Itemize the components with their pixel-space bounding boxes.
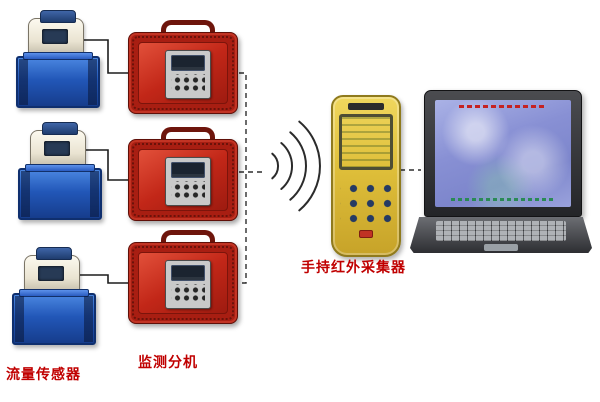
sensor-flow-body [12,289,96,345]
signal-arcs-icon [271,120,321,212]
control-panel [165,50,211,99]
carry-handle [161,20,215,43]
rivet-frame [132,36,234,110]
handheld-lcd-screen [339,114,393,170]
sensor-flow-body [18,164,102,220]
box-shell [128,242,238,324]
panel-display [171,265,205,281]
laptop-screen [424,90,582,217]
label-monitor-unit: 监测分机 [138,355,198,371]
rivet-frame [132,246,234,320]
connector-sensor3-box3 [78,274,128,284]
connector-sensor1-box1 [83,39,128,74]
handheld-keypad [340,178,392,228]
infrared-window-icon [348,103,384,110]
flow-sensor-unit-3 [12,247,104,345]
laptop-keyboard [436,221,566,241]
transmitter-cap [36,247,72,260]
laptop-touchpad [484,244,518,251]
panel-keypad [171,74,205,93]
panel-keypad [171,181,205,200]
flow-sensor-unit-1 [16,10,108,108]
monitor-substation-2 [128,127,238,221]
panel-display [171,162,205,178]
flow-sensor-unit-2 [18,122,110,220]
sensor-flow-body [16,52,100,108]
control-panel [165,260,211,309]
laptop-display [435,100,571,207]
connector-sensor2-box2 [84,149,128,181]
handheld-infrared-collector [331,95,401,257]
rivet-frame [132,143,234,217]
transmitter-display [42,29,68,44]
box-shell [128,139,238,221]
label-handheld-collector: 手持红外采集器 [301,260,406,276]
dashed-bus-line [239,72,247,284]
carry-handle [161,127,215,150]
handheld-power-key [359,230,373,238]
laptop-base [410,217,592,253]
monitor-substation-3 [128,230,238,324]
transmitter-display [44,141,70,156]
carry-handle [161,230,215,253]
panel-display [171,55,205,71]
label-flow-sensor: 流量传感器 [6,367,81,383]
transmitter-display [38,266,64,281]
control-panel [165,157,211,206]
transmitter-cap [40,10,76,23]
transmitter-cap [42,122,78,135]
monitor-substation-1 [128,20,238,114]
panel-keypad [171,284,205,303]
box-shell [128,32,238,114]
